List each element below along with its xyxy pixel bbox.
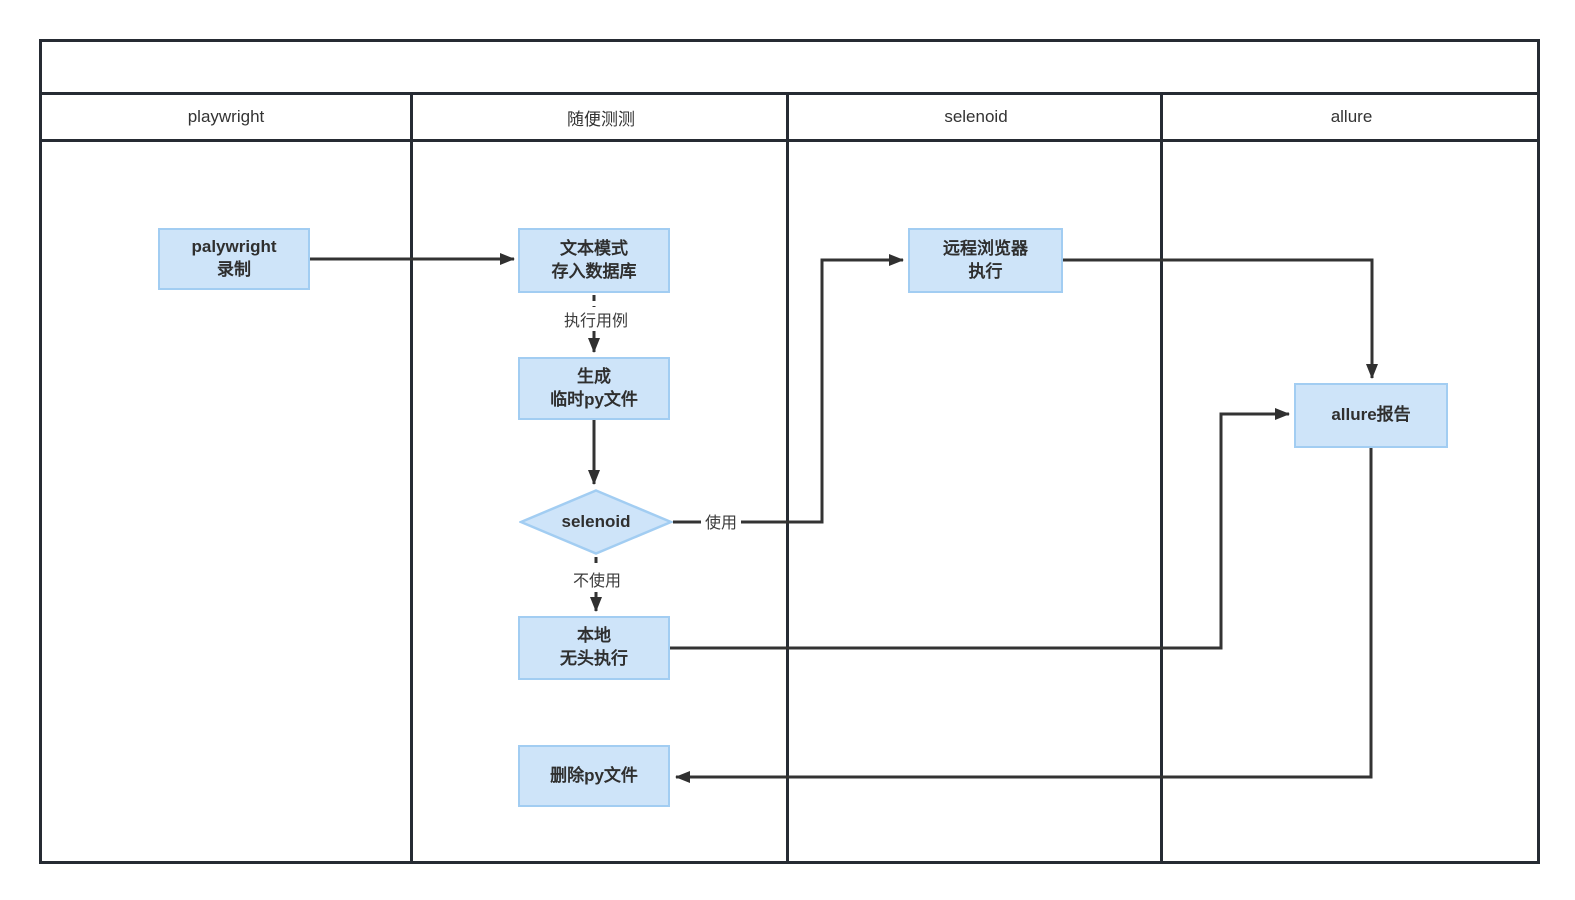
node-generate-temp-py[interactable]: 生成 临时py文件 (518, 357, 670, 420)
node-label: 本地 无头执行 (560, 626, 628, 668)
lane-divider-1 (410, 92, 413, 864)
lane-header-allure: allure (1163, 92, 1540, 142)
lane-header-suibian-cece: 随便测测 (413, 92, 789, 142)
lane-label: allure (1330, 107, 1373, 126)
node-palywright-record[interactable]: palywright 录制 (158, 228, 310, 290)
edge-label-not-use: 不使用 (569, 567, 625, 591)
node-text-mode-store-db[interactable]: 文本模式 存入数据库 (518, 228, 670, 293)
node-label: palywright 录制 (191, 237, 277, 279)
node-delete-py-file[interactable]: 删除py文件 (518, 745, 670, 807)
node-label: 远程浏览器 执行 (943, 238, 1028, 281)
lane-label: playwright (187, 107, 265, 126)
lane-label: selenoid (944, 107, 1008, 126)
header-underline (39, 139, 1540, 142)
node-label: 文本模式 存入数据库 (551, 238, 637, 281)
node-label: allure报告 (1331, 405, 1411, 425)
pool-title-band (39, 39, 1540, 92)
node-local-headless-run[interactable]: 本地 无头执行 (518, 616, 670, 680)
node-label: selenoid (561, 511, 631, 531)
node-allure-report[interactable]: allure报告 (1294, 383, 1448, 448)
lane-divider-3 (1160, 92, 1163, 864)
edge-label-execute-case: 执行用例 (560, 307, 632, 331)
title-underline (39, 92, 1540, 95)
node-label: 删除py文件 (550, 765, 638, 785)
node-decision-selenoid[interactable]: selenoid (519, 489, 673, 555)
lane-divider-2 (786, 92, 789, 864)
lane-label: 随便测测 (567, 109, 635, 129)
node-label: 生成 临时py文件 (550, 366, 638, 409)
pool-frame (39, 39, 1540, 864)
lane-header-selenoid: selenoid (789, 92, 1163, 142)
edge-label-use: 使用 (701, 509, 741, 533)
lane-header-playwright: playwright (39, 92, 413, 142)
diamond-shape (519, 489, 673, 555)
node-remote-browser-run[interactable]: 远程浏览器 执行 (908, 228, 1063, 293)
